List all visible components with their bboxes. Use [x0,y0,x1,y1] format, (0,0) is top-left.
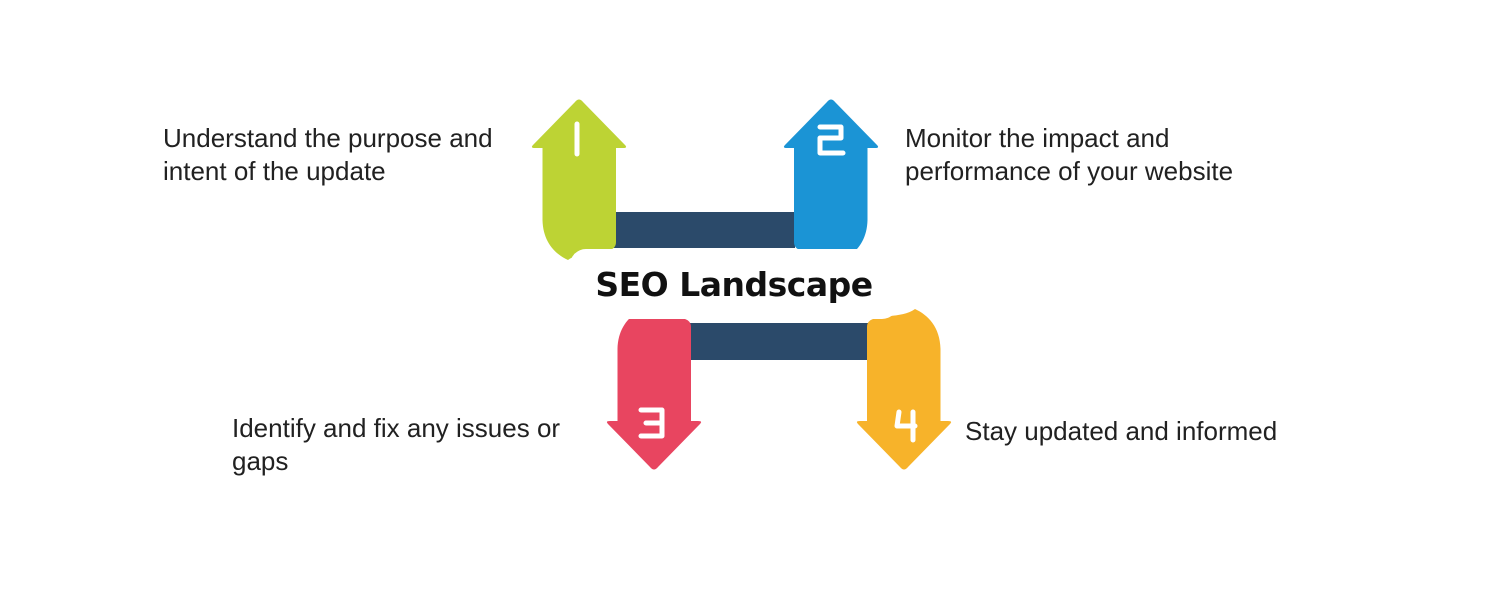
step-3-down-arrow-icon [606,309,702,470]
page-title: SEO Landscape [595,264,873,304]
step-3-number [638,407,665,439]
step-1-number [574,121,580,157]
step-4-number [894,409,918,443]
step-1-label: Understand the purpose and intent of the… [163,123,493,186]
step-2-up-arrow-icon [783,99,879,260]
step-4-down-arrow-icon [856,309,952,470]
step-4-label: Stay updated and informed [965,416,1278,446]
top-connector-bar [613,212,795,248]
title-band: SEO Landscape [570,249,898,319]
step-3-label: Identify and fix any issues or gaps [232,413,561,476]
step-2-label: Monitor the impact and performance of yo… [905,123,1234,186]
bottom-connector-bar [687,323,868,360]
step-1-up-arrow-icon [531,99,627,260]
step-2-number [817,124,846,156]
